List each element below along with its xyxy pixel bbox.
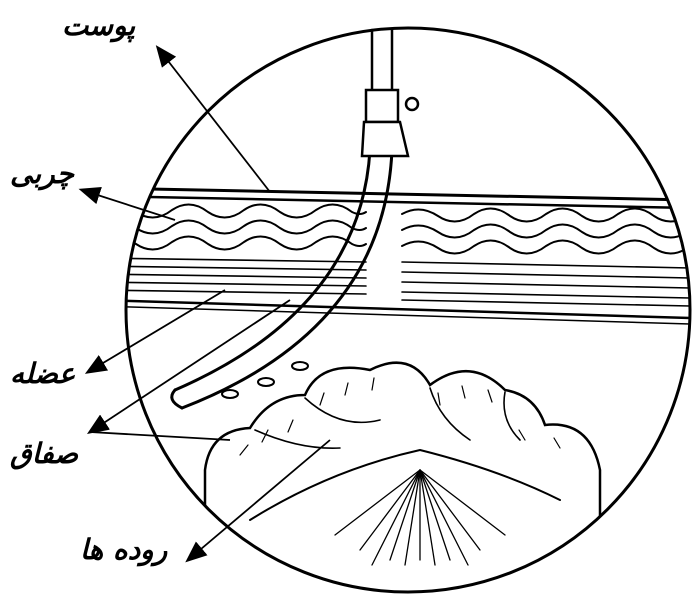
label-skin: پوست <box>62 12 135 40</box>
label-muscle: عضله <box>10 360 75 388</box>
label-fat: چربی <box>10 160 74 188</box>
label-intestines: روده ها <box>80 536 167 564</box>
tube-connector <box>362 90 418 156</box>
drain-tube <box>172 30 392 408</box>
muscle-layer <box>100 258 690 306</box>
fat-layer <box>100 204 690 253</box>
label-peritoneum: صفاق <box>10 440 78 468</box>
